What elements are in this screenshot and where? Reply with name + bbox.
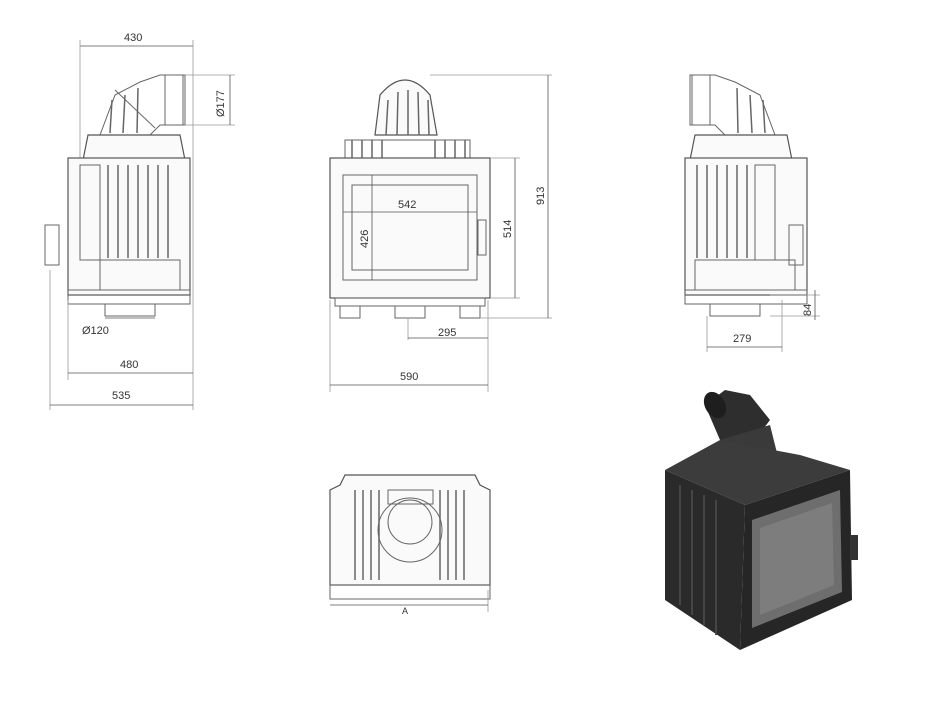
left-side-view: 430 Ø177 Ø120 480 535 [44,32,235,410]
dim-feet-height: 84 [802,304,814,316]
dim-total-height: 913 [535,187,547,205]
right-side-view [684,74,808,317]
dim-outlet-diameter: Ø120 [82,325,109,337]
dim-width-top: 430 [124,32,142,44]
dim-glass-height: 426 [359,230,371,248]
dim-outlet-offset: 295 [438,327,456,339]
front-view: 542 426 514 913 295 590 [329,74,552,392]
dim-outlet-depth: 279 [733,333,751,345]
bottom-view-label: A [402,606,408,616]
right-view-dimensions: 84 279 [706,290,820,352]
dim-door-height: 514 [502,220,514,238]
dim-flue-diameter: Ø177 [215,90,227,117]
dim-width-total: 535 [112,390,130,402]
dim-glass-width: 542 [398,199,416,211]
dim-width-mid: 480 [120,359,138,371]
bottom-view: A [329,474,491,616]
dim-total-width: 590 [400,371,418,383]
fireplace-3d-render [665,390,858,650]
